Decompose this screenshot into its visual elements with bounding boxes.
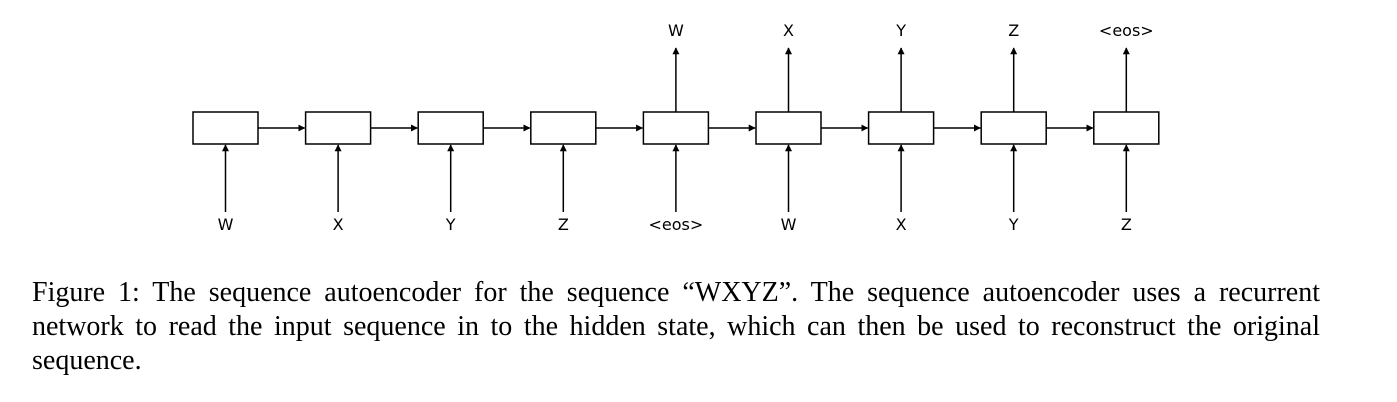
input-token-label: Y: [445, 215, 456, 234]
input-token-label: X: [896, 215, 907, 234]
input-token-label: W: [781, 215, 797, 234]
rnn-cell-box: [980, 111, 1047, 145]
input-token-label: <eos>: [649, 215, 704, 234]
rnn-cell-box: [192, 111, 259, 145]
input-token-label: Y: [1008, 215, 1019, 234]
rnn-cell-box: [755, 111, 822, 145]
rnn-cell-box: [417, 111, 484, 145]
input-token-label: W: [218, 215, 234, 234]
rnn-cell-box: [867, 111, 935, 145]
output-token-label: Z: [1008, 21, 1019, 40]
input-token-label: Z: [1121, 215, 1132, 234]
input-token-label: Z: [558, 215, 569, 234]
rnn-cell-box: [530, 111, 597, 145]
output-token-label: Y: [895, 21, 906, 40]
autoencoder-diagram: W X Y Z <eos> W W X X Y Y Z Z <eos>: [192, 21, 1160, 234]
output-token-label: X: [783, 21, 794, 40]
rnn-cell-box: [1093, 111, 1160, 145]
input-token-label: X: [333, 215, 344, 234]
figure-caption: Figure 1: The sequence autoencoder for t…: [32, 277, 1320, 376]
output-token-label: <eos>: [1099, 21, 1154, 40]
rnn-cell-box: [304, 111, 372, 145]
output-token-label: W: [668, 21, 684, 40]
rnn-cell-box: [642, 111, 710, 145]
